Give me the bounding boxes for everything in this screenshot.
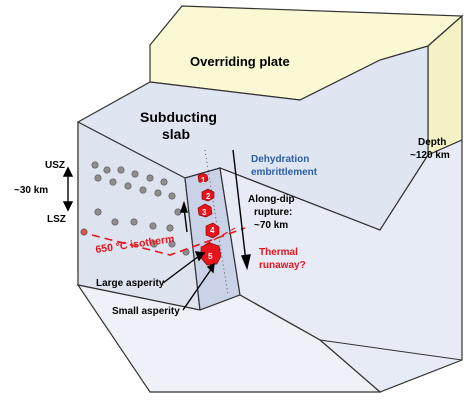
arrows	[62, 149, 251, 311]
depth-label-line1: Depth	[418, 137, 446, 148]
isotherm-cut	[204, 227, 236, 246]
asperity-numbers: 1 2 3 4 5	[201, 176, 215, 261]
asperity-number-4: 4	[210, 226, 215, 235]
overriding-plate-label: Overriding plate	[190, 54, 290, 69]
thermal-label-line1: Thermal	[259, 247, 298, 258]
usz-label: USZ	[45, 160, 65, 171]
slab-edge	[319, 339, 463, 361]
asperities	[197, 172, 222, 266]
subducting-label-line1: Subducting	[140, 109, 217, 125]
thermal-label-line2: runaway?	[259, 260, 306, 271]
rupture-dotted-line	[204, 149, 229, 296]
along-dip-label-line2: rupture:	[254, 207, 292, 218]
small-asperity-label: Small asperity	[112, 306, 180, 317]
thickness-label: ~30 km	[14, 185, 48, 196]
isotherm-line	[91, 227, 246, 256]
along-dip-label-line1: Along-dip	[248, 194, 295, 205]
dehydration-label-line2: embrittlement	[251, 167, 318, 178]
dehydration-label-line1: Dehydration	[251, 154, 309, 165]
seismicity-dots	[80, 161, 190, 256]
subducting-label-line2: slab	[162, 126, 190, 142]
asperity-number-5: 5	[208, 252, 213, 261]
large-asperity-label: Large asperity	[96, 278, 165, 289]
along-dip-label-line3: ~70 km	[254, 220, 288, 231]
lsz-label: LSZ	[47, 214, 66, 225]
asperity-number-2: 2	[206, 192, 211, 201]
asperity-number-3: 3	[202, 208, 207, 217]
asperity-number-1: 1	[201, 176, 206, 185]
depth-label-line2: ~120 km	[410, 150, 450, 161]
